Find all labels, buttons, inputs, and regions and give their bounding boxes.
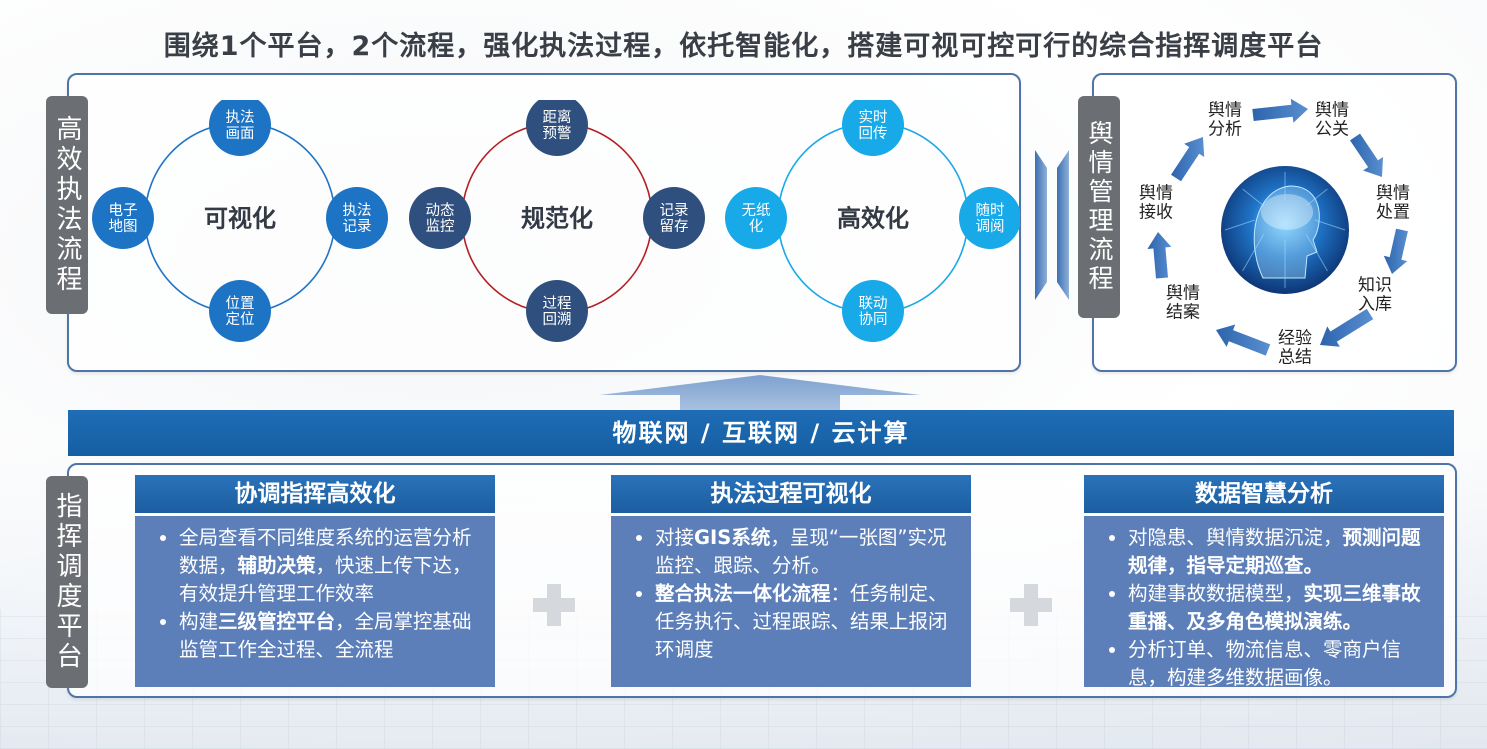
node-circle [326, 187, 388, 249]
node-label: 执法记录 [343, 202, 372, 235]
cycle-step-label: 舆情处置 [1376, 184, 1410, 223]
node-label: 实时回传 [859, 109, 888, 142]
cycle-arrow-icon [1171, 137, 1205, 182]
node-circle [409, 187, 471, 249]
card-bullet: 对接GIS系统，呈现“一张图”实况监控、跟踪、分析。 [655, 524, 961, 580]
cycle-arrow-icon [1216, 324, 1271, 356]
node-circle [526, 100, 588, 156]
node-label: 距离预警 [543, 109, 572, 142]
cycle-step-label: 舆情分析 [1208, 101, 1242, 140]
brain-icon [1221, 166, 1349, 294]
cycle-arrow-icon [1350, 133, 1383, 177]
efficient-enforcement-label: 高效执法流程 [46, 96, 88, 314]
double-arrow-icon [1035, 150, 1069, 300]
node-label: 执法画面 [226, 109, 255, 142]
node-circle [725, 187, 787, 249]
card-body: 对隐患、舆情数据沉淀，预测问题规律，指导定期巡查。构建事故数据模型，实现三维事故… [1084, 516, 1444, 689]
node-circle [842, 100, 904, 156]
cycle-step-label: 知识入库 [1358, 276, 1392, 315]
card-bullet: 整合执法一体化流程：任务制定、任务执行、过程跟踪、结果上报闭环调度 [655, 580, 961, 664]
node-circle [842, 280, 904, 342]
node-label: 位置定位 [226, 295, 255, 328]
card-bullet: 分析订单、物流信息、零商户信息，构建多维数据画像。 [1128, 636, 1434, 692]
cycle-step-label: 舆情公关 [1315, 101, 1349, 140]
cycle-step-label: 经验总结 [1278, 329, 1312, 368]
node-label: 动态监控 [426, 202, 455, 235]
node-circle [209, 100, 271, 156]
node-label: 无纸化 [742, 202, 771, 235]
public-opinion-label: 舆情管理流程 [1078, 96, 1120, 318]
plus-icon [1010, 584, 1052, 626]
card-body: 全局查看不同维度系统的运营分析数据，辅助决策，快速上传下达，有效提升管理工作效率… [135, 516, 495, 687]
node-circle [92, 187, 154, 249]
card-title: 执法过程可视化 [611, 475, 971, 513]
node-circle [959, 187, 1020, 249]
card-title: 数据智慧分析 [1084, 475, 1444, 513]
group-center-label: 可视化 [204, 204, 276, 232]
cycle-arrow-icon [1383, 228, 1408, 274]
infrastructure-bar: 物联网 / 互联网 / 云计算 [68, 410, 1454, 456]
group-center-label: 规范化 [521, 204, 593, 232]
cycle-step-label: 舆情接收 [1139, 184, 1173, 223]
node-label: 随时调阅 [976, 202, 1005, 235]
plus-icon [533, 584, 575, 626]
cycle-arrow-icon [1252, 98, 1308, 123]
card-bullet: 构建事故数据模型，实现三维事故重播、及多角色模拟演练。 [1128, 580, 1434, 636]
node-circle [526, 280, 588, 342]
node-label: 电子地图 [109, 202, 138, 235]
card-bullet: 构建三级管控平台，全局掌控基础监管工作全过程、全流程 [179, 608, 485, 664]
card-body: 对接GIS系统，呈现“一张图”实况监控、跟踪、分析。整合执法一体化流程：任务制定… [611, 516, 971, 687]
cycle-step-label: 舆情结案 [1166, 284, 1200, 323]
node-circle [209, 280, 271, 342]
up-arrow-icon [600, 375, 920, 411]
node-label: 联动协同 [859, 295, 888, 328]
cycle-arrow-icon [1147, 232, 1172, 279]
group-center-label: 高效化 [837, 204, 909, 232]
command-platform-label: 指挥调度平台 [46, 476, 88, 688]
node-label: 记录留存 [660, 202, 689, 235]
node-label: 过程回溯 [543, 295, 572, 328]
cycle-arrow-icon [1320, 308, 1374, 347]
card-bullet: 对隐患、舆情数据沉淀，预测问题规律，指导定期巡查。 [1128, 524, 1434, 580]
card-title: 协调指挥高效化 [135, 475, 495, 513]
page-title: 围绕1个平台，2个流程，强化执法过程，依托智能化，搭建可视可控可行的综合指挥调度… [163, 31, 1324, 62]
card-bullet: 全局查看不同维度系统的运营分析数据，辅助决策，快速上传下达，有效提升管理工作效率 [179, 524, 485, 608]
node-circle [643, 187, 705, 249]
